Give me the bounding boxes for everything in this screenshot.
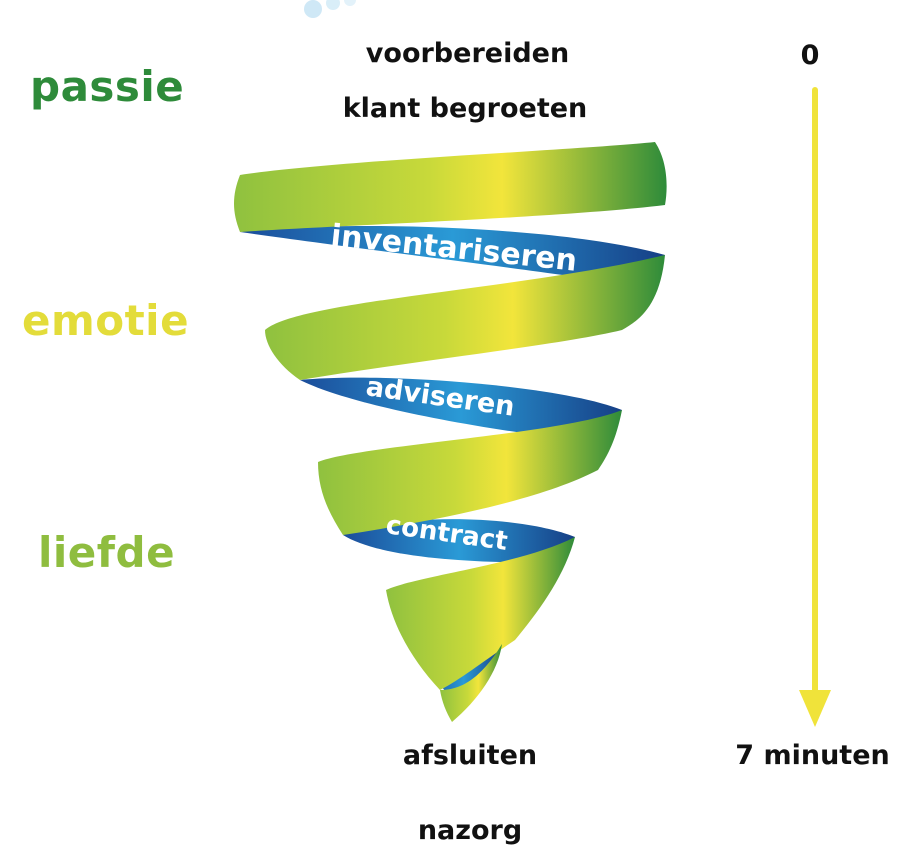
green-band-2 bbox=[265, 255, 665, 380]
band-label-inventariseren: inventariseren bbox=[329, 218, 579, 279]
green-band-1 bbox=[234, 142, 667, 232]
green-band-3 bbox=[318, 410, 622, 535]
